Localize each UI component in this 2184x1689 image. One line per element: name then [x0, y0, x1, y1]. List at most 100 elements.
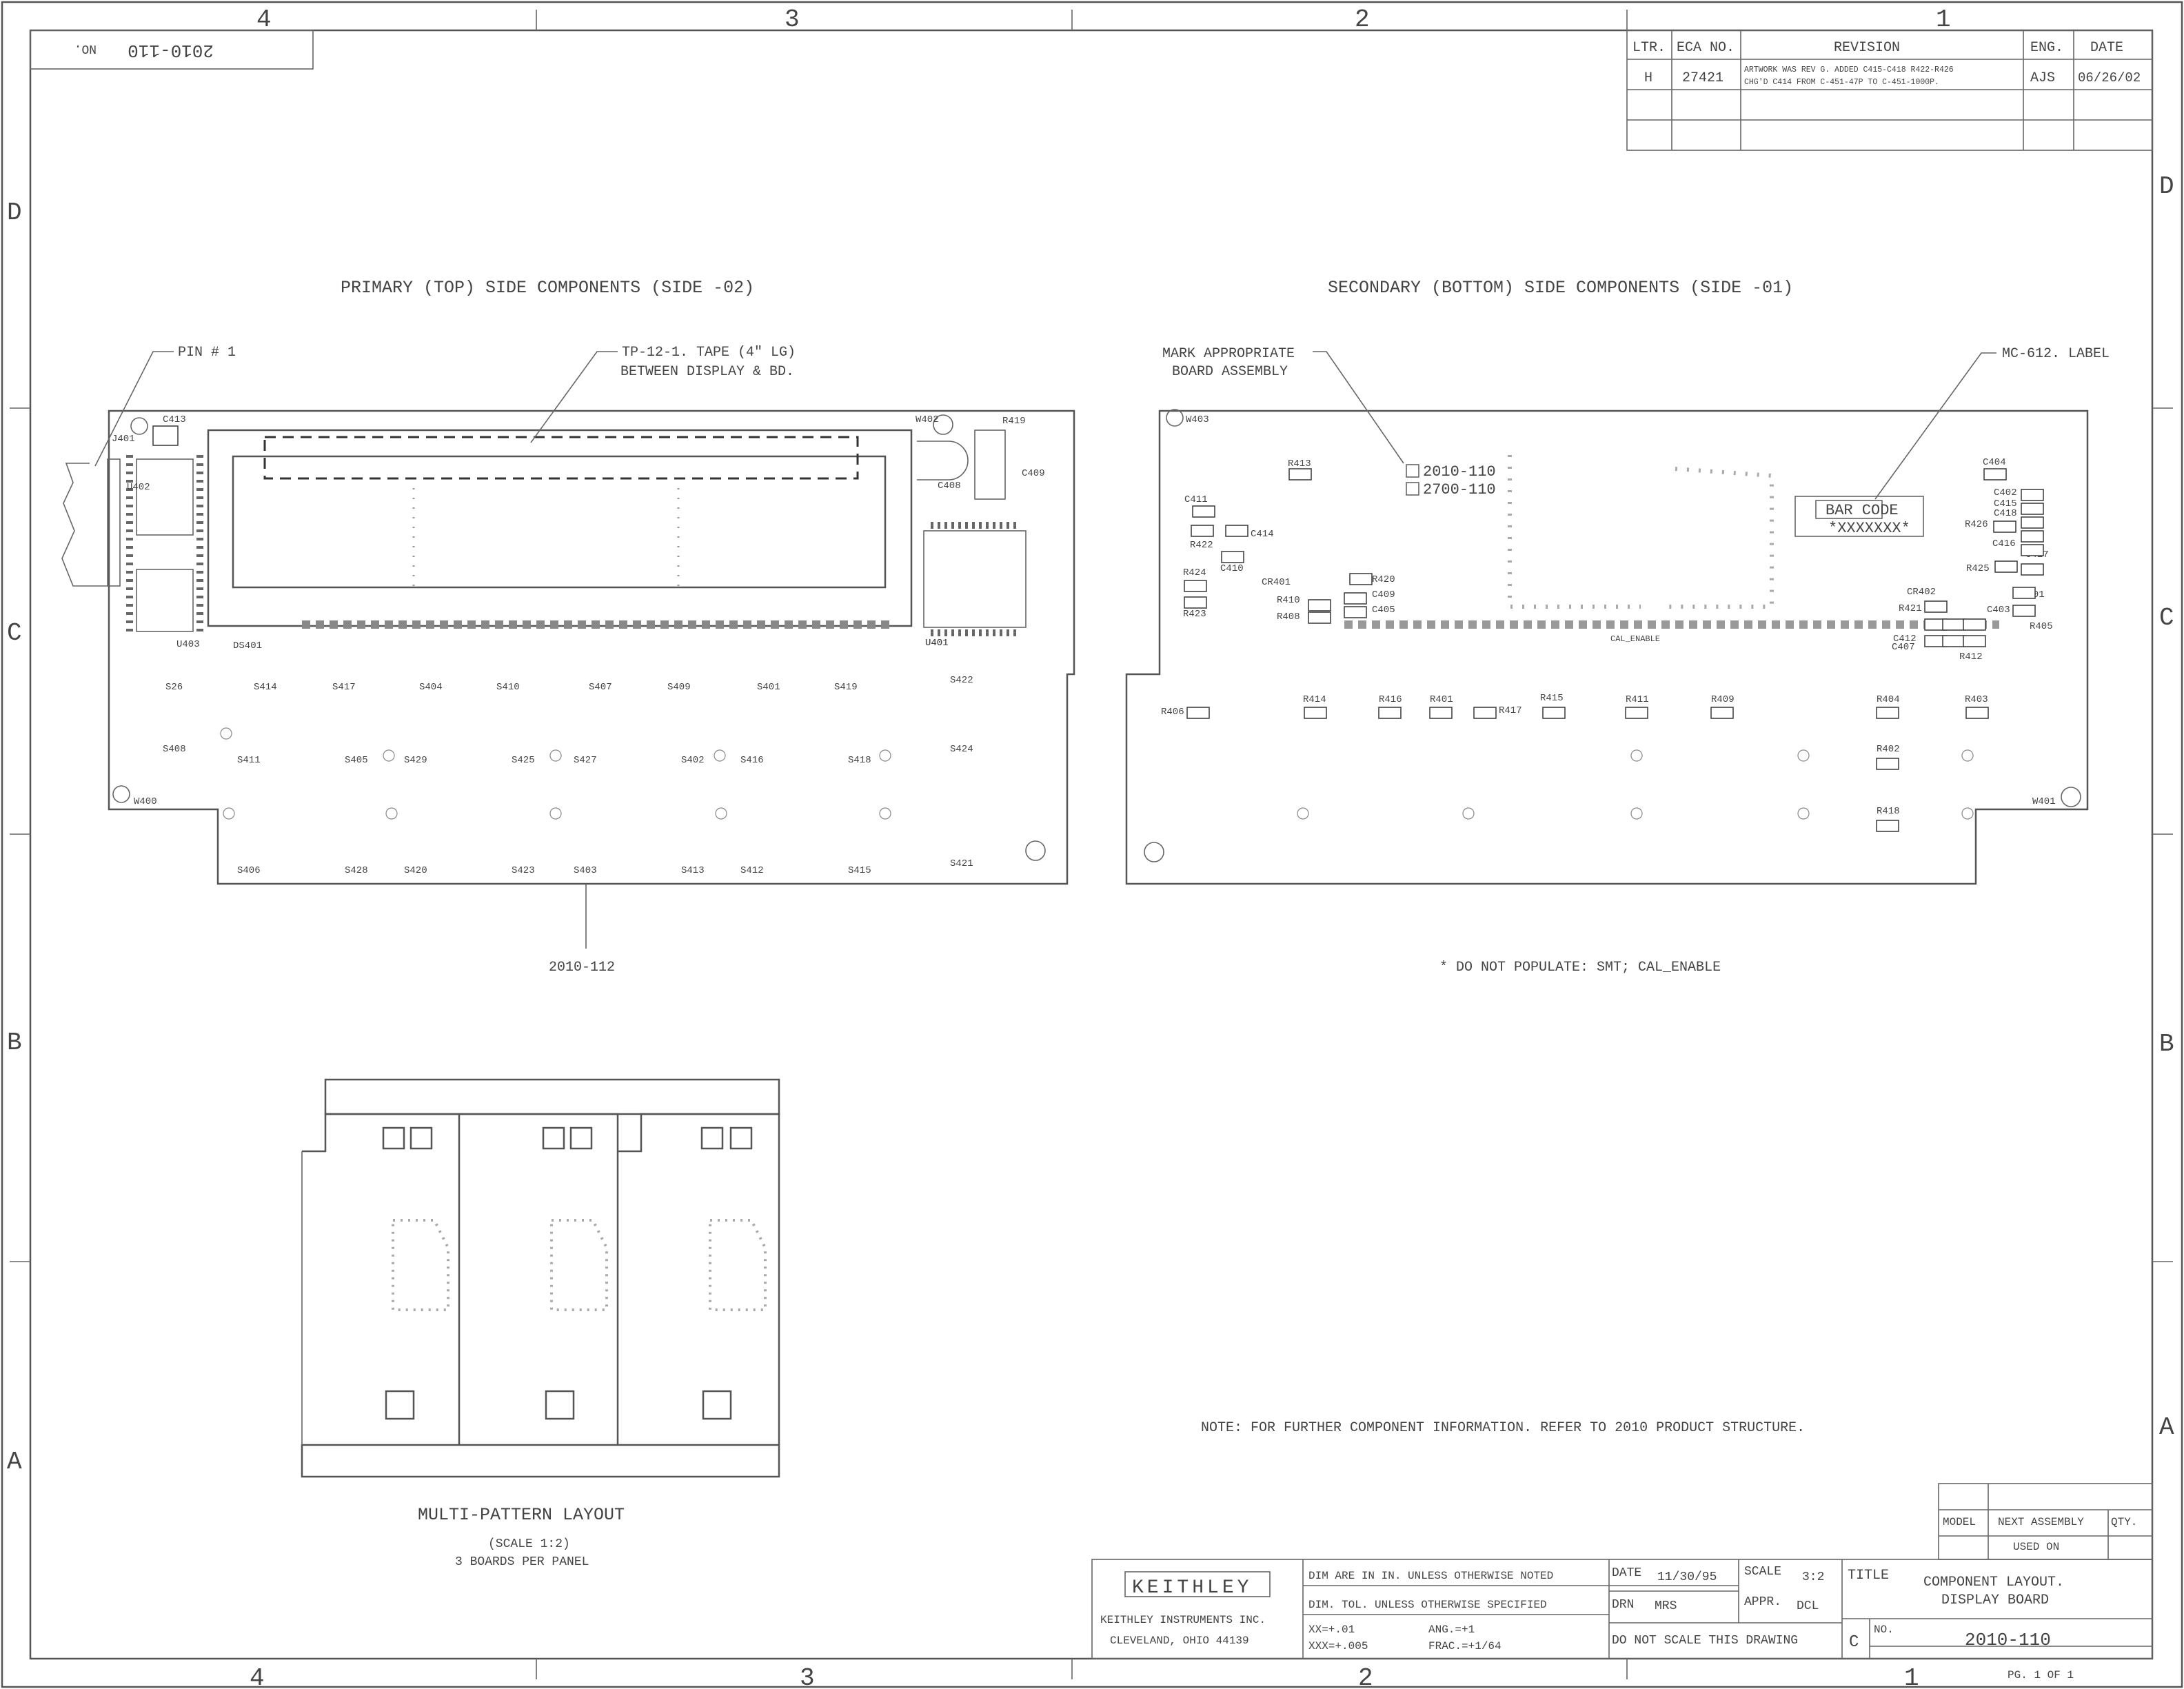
refdes-primary-sw1-4: S410 [496, 682, 520, 693]
smt-pad-pair [1308, 599, 1331, 611]
rev-header-revision: REVISION [1834, 40, 1900, 56]
refdes-secondary-ur-8: CR402 [1907, 587, 1936, 598]
panel-pad [410, 1126, 433, 1150]
refdes-primary-sw2-2: S405 [345, 755, 368, 766]
smt-pad-pair [1924, 600, 1948, 613]
refdes-secondary-ul-9: R410 [1277, 595, 1300, 606]
refdes-primary-sw2-1: S411 [237, 755, 261, 766]
zone-row-c-right: C [2159, 604, 2174, 632]
smt-pad-pair [1963, 635, 1986, 647]
refdes-secondary-ul-0: W403 [1186, 414, 1209, 425]
refdes-secondary-ul-8: CR401 [1262, 577, 1291, 588]
refdes-secondary-holes-0: W401 [2032, 796, 2056, 807]
refdes-primary-sw3-0: S406 [237, 865, 261, 876]
smt-pad-pair [1876, 758, 1899, 770]
refdes-primary-sw3-3: S423 [512, 865, 535, 876]
display-window [232, 455, 887, 589]
panel-display-outline [709, 1219, 767, 1311]
stamp-box [30, 30, 314, 70]
refdes-primary-sw1-8: S419 [834, 682, 858, 693]
smt-pad-pair [1429, 707, 1453, 719]
refdes-secondary-lr-6: R411 [1626, 694, 1649, 705]
refdes-secondary-lr-7: R409 [1711, 694, 1735, 705]
refdes-secondary-lr-11: R418 [1877, 806, 1900, 817]
drawing-number: 2010-110 [1965, 1630, 2051, 1650]
smt-pad-pair [1344, 606, 1367, 618]
tol-frac: FRAC.=+1/64 [1428, 1640, 1502, 1652]
refdes-secondary-ul-6: R424 [1183, 567, 1206, 578]
rev-row-text-1: ARTWORK WAS REV G. ADDED C415-C418 R422-… [1744, 65, 1954, 74]
refdes-primary-upper-5: W402 [916, 414, 939, 425]
title-block: KEITHLEY KEITHLEY INSTRUMENTS INC. CLEVE… [1091, 1559, 2153, 1681]
refdes-primary-upper-6: U401 [925, 638, 949, 649]
assy-option-1: 2010-110 [1423, 463, 1496, 481]
refdes-primary-upper-4: U403 [176, 639, 200, 650]
smt-pad-pair [1221, 551, 1244, 563]
smt-pad-pair [1993, 520, 2016, 533]
refdes-primary-sw2-9: S424 [950, 744, 973, 755]
assy-qty: QTY. [2111, 1516, 2137, 1528]
refdes-primary-sw3-7: S415 [848, 865, 871, 876]
rev-row-ltr: H [1644, 70, 1652, 86]
zone-row-a-right: A [2159, 1413, 2174, 1442]
zone-col-3-bottom: 3 [800, 1664, 815, 1689]
rev-row-date: 06/26/02 [2078, 70, 2141, 85]
drn-value: MRS [1655, 1599, 1677, 1613]
refdes-primary-sw2-3: S429 [404, 755, 427, 766]
refdes-primary-upper-9: C409 [1022, 468, 1045, 479]
zone-col-4-top: 4 [256, 6, 272, 34]
refdes-primary-sw2-6: S402 [681, 755, 705, 766]
tol-xxx: XXX=+.005 [1308, 1640, 1368, 1652]
refdes-primary-sw1-6: S409 [667, 682, 691, 693]
smt-pad-pair [1625, 707, 1648, 719]
smt-pad-pair [1876, 707, 1899, 719]
refdes-primary-sw1-3: S404 [419, 682, 443, 693]
smt-pad-pair [1186, 707, 1210, 719]
stamp-number: 2010-110 [128, 40, 214, 61]
smt-pad-pair [1288, 468, 1312, 481]
assy-checkbox-2[interactable] [1406, 482, 1419, 496]
label-callout: MC-612. LABEL [2002, 346, 2110, 362]
smt-pad-pair [1191, 525, 1214, 537]
appr-label: APPR. [1744, 1595, 1781, 1609]
refdes-primary-upper-10: U401 [925, 638, 949, 649]
date-label: DATE [1612, 1566, 1641, 1580]
smt-pad-pair [1192, 505, 1215, 518]
zone-row-c-left: C [7, 619, 22, 647]
panel-display-outline [550, 1219, 608, 1311]
smt-pad-pair [2021, 516, 2044, 529]
barcode-label [1794, 496, 1924, 537]
refdes-primary-sw2-7: S416 [740, 755, 764, 766]
stamp-no-label: NO. [74, 41, 97, 55]
title-line2: DISPLAY BOARD [1941, 1592, 2049, 1608]
refdes-primary-sw3-6: S412 [740, 865, 764, 876]
rev-header-eng: ENG. [2030, 40, 2063, 56]
refdes-primary-sw1-5: S407 [589, 682, 612, 693]
smt-pad-pair [1963, 618, 1986, 631]
refdes-primary-sw2-5: S427 [574, 755, 597, 766]
refdes-primary-upper-8: C408 [938, 481, 961, 492]
panel-pad [700, 1126, 724, 1150]
refdes-secondary-ul-3: R422 [1190, 540, 1213, 551]
refdes-secondary-ur-12: C412 [1893, 634, 1917, 645]
refdes-primary-upper-2: J401 [112, 434, 135, 445]
assy-checkbox-1[interactable] [1406, 464, 1419, 478]
company-line1: KEITHLEY INSTRUMENTS INC. [1100, 1614, 1266, 1626]
tape-outline [263, 436, 859, 480]
refdes-secondary-lr-9: R403 [1965, 694, 1988, 705]
refdes-primary-upper-0: C413 [163, 414, 186, 425]
refdes-primary-sw3-8: S421 [950, 858, 973, 869]
rev-header-date: DATE [2090, 40, 2123, 56]
do-not-scale: DO NOT SCALE THIS DRAWING [1612, 1634, 1798, 1648]
tol-note: DIM. TOL. UNLESS OTHERWISE SPECIFIED [1308, 1599, 1547, 1611]
refdes-primary-upper-7: R419 [1002, 416, 1026, 427]
rev-header-eca: ECA NO. [1677, 40, 1735, 56]
refdes-secondary-ur-3: C418 [1994, 508, 2017, 519]
refdes-secondary-ur-7: R425 [1966, 563, 1990, 574]
scale-value: 3:2 [1802, 1570, 1824, 1584]
smt-pad-pair [2021, 530, 2044, 543]
part-2010-112: 2010-112 [549, 960, 615, 975]
panel-display-outline [392, 1219, 449, 1311]
refdes-secondary-lr-10: R402 [1877, 744, 1900, 755]
